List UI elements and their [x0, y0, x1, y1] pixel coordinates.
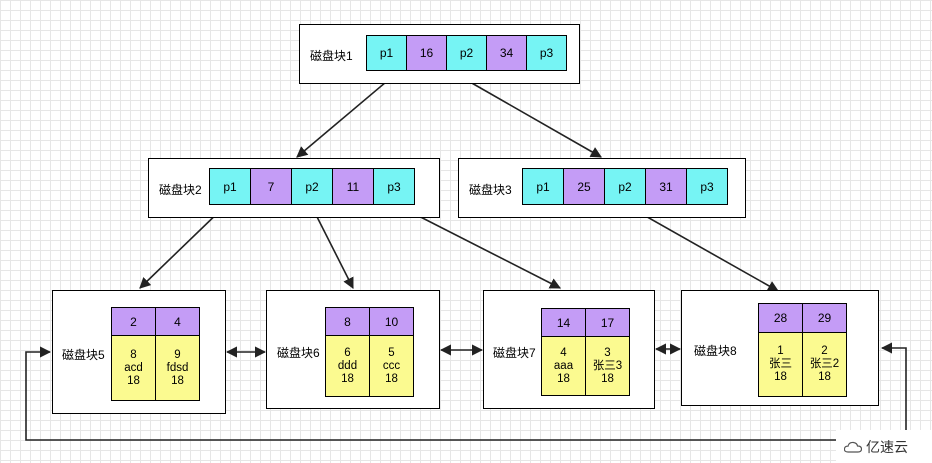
block-label: 磁盘块7 — [493, 346, 536, 360]
record-value: 18 — [171, 374, 184, 387]
record-value: 张三 — [769, 358, 792, 370]
record-value: 5 — [388, 346, 395, 359]
record-value: 张三2 — [809, 358, 840, 370]
record-value: fdsd — [166, 361, 189, 374]
pointer-cell: p2 — [446, 35, 487, 71]
pointer-cell: p3 — [526, 35, 567, 71]
block-label: 磁盘块2 — [159, 183, 202, 197]
arrow-block2-to-block5 — [139, 204, 227, 289]
pointer-cell: p1 — [209, 168, 251, 205]
record-value: 18 — [385, 372, 398, 385]
pointer-cell: p1 — [522, 168, 564, 205]
pointer-cell: p2 — [604, 168, 646, 205]
cloud-logo-icon — [844, 441, 862, 453]
record-value: aaa — [553, 359, 574, 372]
block-label: 磁盘块1 — [310, 49, 353, 63]
disk-block-1: 磁盘块1 p1 16 p2 34 p3 — [299, 24, 580, 84]
watermark-text: 亿速云 — [866, 438, 908, 455]
pointer-cell: p3 — [373, 168, 415, 205]
block-label: 磁盘块5 — [62, 348, 105, 362]
record-value: ccc — [382, 359, 401, 372]
pointer-cell: p2 — [291, 168, 333, 205]
key-cell: 7 — [250, 168, 292, 205]
key-cell: 16 — [406, 35, 447, 71]
key-cell: 4 — [155, 307, 200, 336]
arrow-block3-to-block8 — [625, 204, 779, 292]
key-cell: 11 — [332, 168, 374, 205]
record-value: 18 — [774, 371, 787, 383]
record-value: ddd — [337, 359, 358, 372]
record-value: 18 — [601, 372, 614, 385]
arrow-block2-to-block6 — [310, 204, 354, 289]
key-cell: 28 — [758, 303, 803, 333]
key-cell: 34 — [486, 35, 527, 71]
key-cell: 25 — [563, 168, 605, 205]
key-cell: 8 — [325, 307, 370, 336]
arrow-block1-to-block2 — [296, 81, 387, 158]
block-label: 磁盘块3 — [469, 183, 512, 197]
record-value: 张三3 — [592, 359, 623, 372]
record-value: 2 — [821, 345, 828, 357]
key-cell: 2 — [111, 307, 156, 336]
block-label: 磁盘块8 — [694, 344, 737, 358]
pointer-cell: p3 — [686, 168, 728, 205]
arrow-block2-to-block7 — [396, 204, 561, 289]
block-label: 磁盘块6 — [277, 346, 320, 360]
record-value: 18 — [557, 372, 570, 385]
key-cell: 10 — [369, 307, 414, 336]
record-value: 6 — [344, 346, 351, 359]
record-value: 1 — [777, 345, 784, 357]
record-value: 18 — [127, 374, 140, 387]
record-value: 9 — [174, 348, 181, 361]
record-value: 4 — [560, 346, 567, 359]
record-value: 18 — [341, 372, 354, 385]
disk-block-2: 磁盘块2 p1 7 p2 11 p3 — [148, 158, 440, 218]
watermark: 亿速云 — [836, 430, 932, 463]
key-cell: 31 — [645, 168, 687, 205]
pointer-cell: p1 — [366, 35, 407, 71]
key-cell: 14 — [541, 308, 586, 337]
key-cell: 29 — [802, 303, 847, 333]
disk-block-3: 磁盘块3 p1 25 p2 31 p3 — [458, 158, 746, 218]
record-value: 18 — [818, 371, 831, 383]
loop-back-arrow — [880, 342, 907, 418]
record-value: acd — [124, 361, 143, 374]
record-value: 3 — [604, 346, 611, 359]
record-value: 8 — [130, 348, 137, 361]
arrow-block1-to-block3 — [469, 81, 602, 158]
key-cell: 17 — [585, 308, 630, 337]
